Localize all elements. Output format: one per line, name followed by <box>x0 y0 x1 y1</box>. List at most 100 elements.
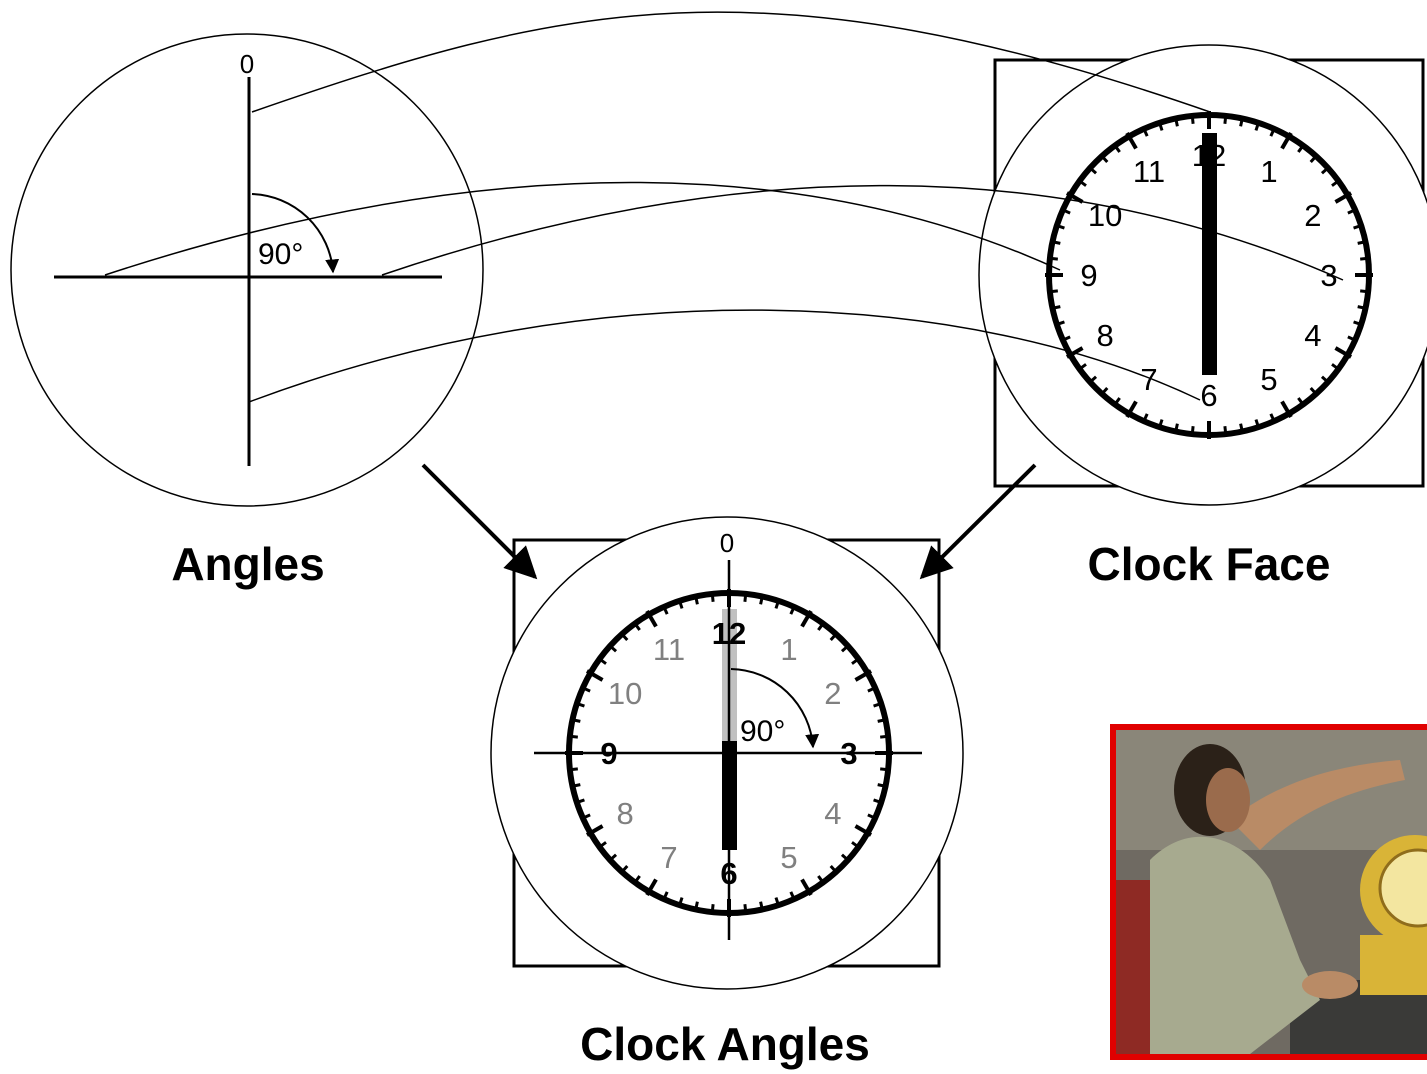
clock-numeral-1: 1 <box>1260 154 1277 189</box>
minute-tick <box>1174 118 1179 127</box>
label-clock-face: Clock Face <box>1088 538 1331 590</box>
clock-numeral-5: 5 <box>780 840 797 875</box>
clock-face-hand <box>1202 133 1217 375</box>
hour-tick <box>585 669 604 682</box>
minute-tick <box>1100 155 1109 164</box>
minute-tick <box>840 644 849 653</box>
minute-tick <box>598 841 607 849</box>
clock-numeral-9: 9 <box>1080 258 1097 293</box>
minute-tick <box>1052 240 1061 245</box>
minute-tick <box>789 891 796 900</box>
label-angles: Angles <box>171 538 324 590</box>
minute-tick <box>1347 208 1356 215</box>
minute-tick <box>1062 208 1071 215</box>
minute-tick <box>877 718 886 723</box>
minute-tick <box>774 897 780 906</box>
minute-tick <box>582 686 591 693</box>
connector-bottom-to-6 <box>248 309 1201 403</box>
minute-tick <box>867 813 876 820</box>
hour-tick <box>1125 131 1138 150</box>
minute-tick <box>569 767 578 772</box>
minute-tick <box>743 593 748 602</box>
clock-angles-ticks <box>565 589 893 917</box>
minute-tick <box>1320 375 1329 384</box>
minute-tick <box>1158 419 1164 428</box>
clock-numeral-6: 6 <box>1200 378 1217 413</box>
minute-tick <box>880 767 889 772</box>
minute-tick <box>1056 224 1065 230</box>
angles-angle-arc <box>251 193 340 274</box>
clock-numeral-1: 1 <box>780 632 797 667</box>
clock-angles-angle-arc <box>730 668 820 749</box>
hour-tick <box>800 878 813 897</box>
clock-angles-zero-label: 0 <box>720 528 734 558</box>
clock-numeral-7: 7 <box>660 840 677 875</box>
minute-tick <box>1190 115 1195 124</box>
hour-tick <box>1065 191 1084 204</box>
hour-tick <box>645 878 658 897</box>
connector-curves <box>104 11 1344 403</box>
minute-tick <box>1297 397 1305 406</box>
minute-tick <box>1174 423 1179 432</box>
minute-tick <box>1062 335 1071 342</box>
hour-tick <box>1334 191 1353 204</box>
connector-right-to-3 <box>381 184 1344 281</box>
minute-tick <box>1254 122 1260 131</box>
minute-tick <box>759 901 764 910</box>
minute-tick <box>1353 224 1362 230</box>
clock-angles-angle-label: 90° <box>740 715 785 748</box>
hour-tick <box>800 609 813 628</box>
clock-numeral-2: 2 <box>824 676 841 711</box>
clock-numeral-8: 8 <box>1096 318 1113 353</box>
clock-numeral-7: 7 <box>1140 362 1157 397</box>
minute-tick <box>1269 128 1276 137</box>
minute-tick <box>817 622 825 631</box>
photo-person-hand <box>1302 971 1358 999</box>
minute-tick <box>1360 256 1369 261</box>
minute-tick <box>873 702 882 708</box>
minute-tick <box>1049 256 1058 261</box>
minute-tick <box>598 657 607 665</box>
minute-tick <box>851 841 860 849</box>
minute-tick <box>662 891 669 900</box>
clock-numeral-2: 2 <box>1304 198 1321 233</box>
minute-tick <box>743 904 748 913</box>
minute-tick <box>633 875 641 884</box>
photo-person-arm <box>1230 760 1405 850</box>
minute-tick <box>1309 155 1318 164</box>
minute-tick <box>1309 386 1318 395</box>
clock-numeral-3: 3 <box>1320 258 1337 293</box>
minute-tick <box>1239 118 1244 127</box>
minute-tick <box>1078 179 1087 187</box>
hour-tick <box>1280 400 1293 419</box>
arrow-clock-face-to-clock-angles <box>919 463 1037 580</box>
connector-0-to-12 <box>251 11 1211 113</box>
minute-tick <box>1357 240 1366 245</box>
angles-zero-label: 0 <box>240 49 254 79</box>
minute-tick <box>620 633 629 642</box>
angles-angle-label: 90° <box>258 238 303 271</box>
clock-numeral-11: 11 <box>1133 154 1165 189</box>
minute-tick <box>1353 320 1362 326</box>
minute-tick <box>1056 320 1065 326</box>
minute-tick <box>1360 289 1369 294</box>
clock-numeral-5: 5 <box>1260 362 1277 397</box>
angles-circle <box>10 33 484 507</box>
minute-tick <box>1239 423 1244 432</box>
hour-tick <box>645 609 658 628</box>
minute-tick <box>867 686 876 693</box>
clock-numeral-4: 4 <box>824 796 841 831</box>
clock-numeral-12: 12 <box>1192 138 1226 173</box>
photo-panel <box>1110 724 1427 1060</box>
minute-tick <box>880 734 889 739</box>
minute-tick <box>694 901 699 910</box>
photo-person-shirt <box>1150 836 1320 1054</box>
minute-tick <box>1320 166 1329 175</box>
minute-tick <box>1049 289 1058 294</box>
minute-tick <box>1113 144 1121 153</box>
minute-tick <box>840 853 849 862</box>
